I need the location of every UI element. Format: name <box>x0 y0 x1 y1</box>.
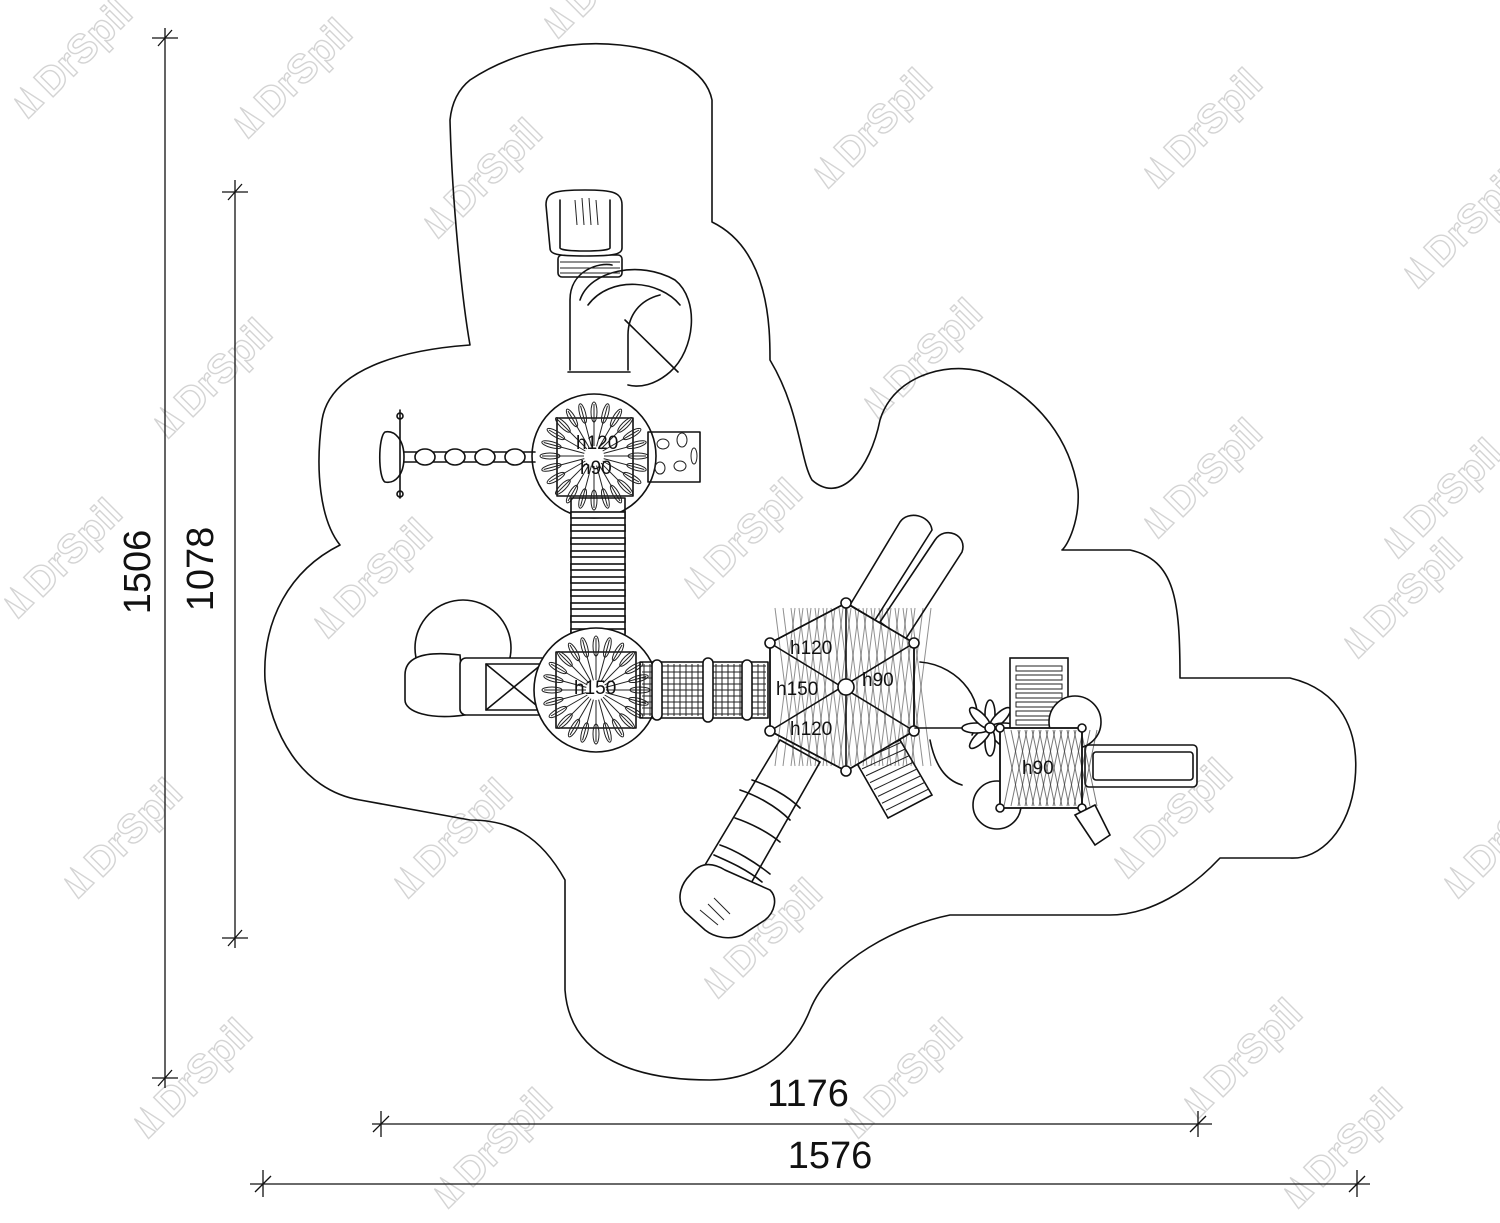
dimension-label: 1576 <box>788 1135 873 1177</box>
svg-text:DrSpil: DrSpil <box>16 491 130 605</box>
drspil-watermark: DrSpil <box>543 0 672 40</box>
svg-text:DrSpil: DrSpil <box>826 61 940 175</box>
tube-slide-top <box>545 189 693 387</box>
drspil-watermark: DrSpil <box>1183 990 1312 1120</box>
drspil-watermark: DrSpil <box>393 770 522 900</box>
drspil-watermark: DrSpil <box>423 110 552 240</box>
height-label: h120 <box>790 638 832 659</box>
hex-tower: h120 h150 h90 h120 <box>679 514 964 939</box>
svg-text:DrSpil: DrSpil <box>1416 161 1500 275</box>
svg-text:DrSpil: DrSpil <box>76 771 190 885</box>
drspil-watermark: DrSpil <box>1143 60 1272 190</box>
drspil-watermark: DrSpil <box>1143 410 1272 540</box>
tower-small: h90 <box>914 657 1198 847</box>
height-label: h90 <box>580 458 612 479</box>
height-label: h90 <box>1022 758 1054 779</box>
net-bridge <box>639 657 769 723</box>
drspil-watermark: DrSpil <box>863 290 992 420</box>
height-label: h150 <box>776 679 818 700</box>
dimension-outer-width: 1576 <box>250 1135 1370 1197</box>
drspil-watermark: DrSpil <box>13 0 142 120</box>
svg-text:DrSpil: DrSpil <box>1456 771 1500 885</box>
spinner-bar <box>378 409 536 499</box>
svg-text:DrSpil: DrSpil <box>556 0 670 25</box>
svg-text:DrSpil: DrSpil <box>1156 411 1270 525</box>
drspil-watermark: DrSpil <box>233 10 362 140</box>
drspil-watermark: DrSpil <box>843 1010 972 1140</box>
dimension-label: 1078 <box>180 527 222 612</box>
tower-top: h120 h90 <box>531 393 701 519</box>
drspil-watermark: DrSpil <box>1283 1080 1412 1210</box>
height-label: h90 <box>862 670 894 691</box>
svg-text:DrSpil: DrSpil <box>876 291 990 405</box>
dimension-inner-height: 1078 <box>180 180 248 948</box>
drspil-watermark: DrSpil <box>683 470 812 600</box>
svg-text:DrSpil: DrSpil <box>146 1011 260 1125</box>
drspil-watermark: DrSpil <box>63 770 192 900</box>
height-label: h120 <box>790 719 832 740</box>
climbing-ladder <box>570 497 626 636</box>
height-label: h150 <box>574 678 616 699</box>
drspil-watermark: DrSpil <box>433 1080 562 1210</box>
safety-zone-outline <box>264 43 1357 1081</box>
drspil-watermark: DrSpil <box>1403 160 1500 290</box>
height-label: h120 <box>576 433 618 454</box>
dimension-label: 1176 <box>767 1073 849 1115</box>
svg-text:DrSpil: DrSpil <box>1196 991 1310 1105</box>
drspil-watermark: DrSpil <box>133 1010 262 1140</box>
drspil-watermark: DrSpil <box>813 60 942 190</box>
dimension-label: 1506 <box>117 530 159 615</box>
svg-text:DrSpil: DrSpil <box>406 771 520 885</box>
drspil-watermark: DrSpil <box>1443 770 1500 900</box>
dimension-outer-height: 1506 <box>117 28 178 1088</box>
tower-mid: h150 <box>404 599 659 753</box>
svg-text:DrSpil: DrSpil <box>446 1081 560 1195</box>
svg-text:DrSpil: DrSpil <box>1396 431 1500 545</box>
svg-text:DrSpil: DrSpil <box>246 11 360 125</box>
svg-text:DrSpil: DrSpil <box>1156 61 1270 175</box>
svg-text:DrSpil: DrSpil <box>856 1011 970 1125</box>
drspil-watermark: DrSpil <box>3 490 132 620</box>
svg-text:DrSpil: DrSpil <box>1356 531 1470 645</box>
svg-text:DrSpil: DrSpil <box>696 471 810 585</box>
svg-text:DrSpil: DrSpil <box>326 511 440 625</box>
svg-text:DrSpil: DrSpil <box>26 0 140 105</box>
svg-text:DrSpil: DrSpil <box>166 311 280 425</box>
svg-text:DrSpil: DrSpil <box>1296 1081 1410 1195</box>
svg-text:DrSpil: DrSpil <box>436 111 550 225</box>
dimension-inner-width: 1176 <box>372 1073 1212 1137</box>
drspil-watermark: DrSpil <box>1343 530 1472 660</box>
